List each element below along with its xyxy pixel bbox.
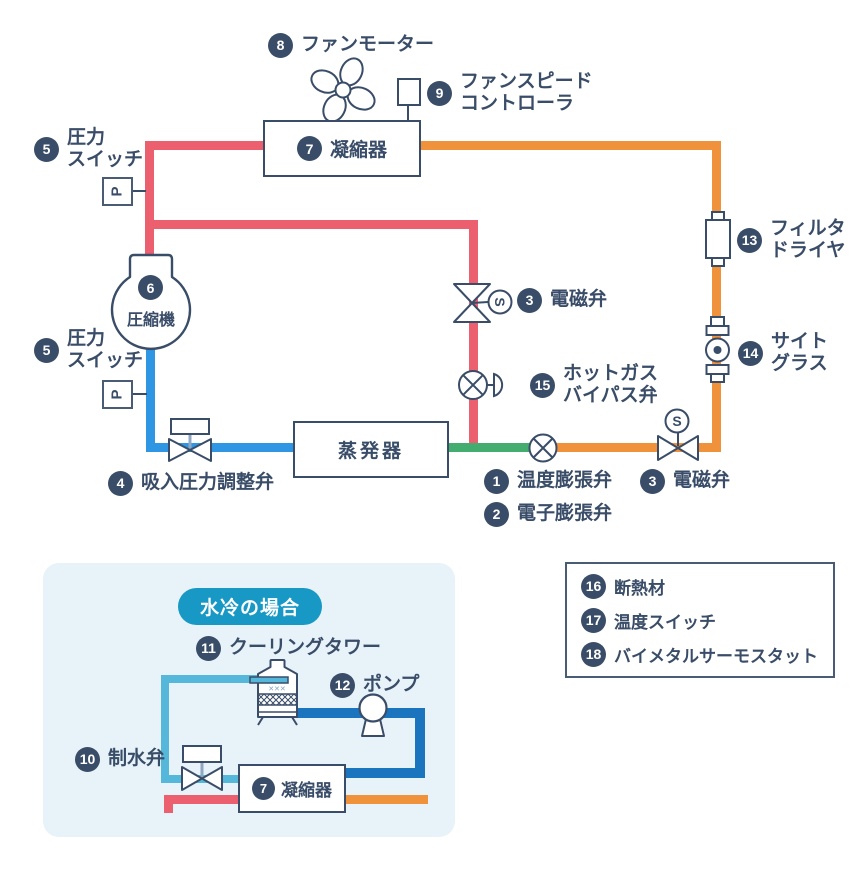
- solenoid-valve-bottom-badge: 3: [640, 469, 665, 494]
- cooling-tower-label: 11 クーリングタワー: [196, 636, 381, 661]
- solenoid-valve-bottom-symbol: S: [672, 413, 681, 429]
- expansion-valve-icon: [528, 433, 558, 463]
- condenser-label: 凝縮器: [329, 140, 387, 161]
- solenoid-valve-bottom-label: 3 電磁弁: [640, 469, 730, 494]
- legend-badge-16: 16: [581, 573, 606, 599]
- suction-pressure-valve-badge: 4: [108, 471, 133, 496]
- compressor-badge: 6: [138, 275, 163, 300]
- pump-icon: [358, 693, 388, 737]
- sight-glass-badge: 14: [738, 340, 763, 366]
- tower-spray-marks: ✕✕✕: [268, 686, 286, 693]
- sight-glass-label: 14 サイト グラス: [738, 331, 828, 376]
- condenser-badge: 7: [296, 136, 322, 161]
- solenoid-valve-bottom-icon: S: [657, 408, 699, 461]
- water-valve-badge: 10: [75, 747, 100, 772]
- pump-label: 12 ポンプ: [330, 673, 419, 698]
- hot-gas-bypass-valve-icon: [458, 370, 504, 400]
- pressure-switch-high-symbol-box: P: [102, 177, 133, 206]
- pipe-water-supply-right: [415, 708, 425, 778]
- solenoid-valve-top-symbol: S: [492, 297, 508, 306]
- legend-item-bimetal-thermostat: 18 バイメタルサーモスタット: [581, 641, 819, 667]
- compressor-icon: [110, 253, 192, 350]
- water-cooled-title-pill: 水冷の場合: [178, 588, 322, 625]
- pump-badge: 12: [330, 673, 355, 698]
- pipe-liquid-bottom: [545, 443, 721, 452]
- mini-condenser-box: 7 凝縮器: [238, 764, 346, 813]
- pipe-mini-hot-inlet-h: [164, 795, 241, 804]
- fan-speed-controller-label: 9 ファンスピード コントローラ: [427, 71, 593, 116]
- suction-pressure-valve-icon: [168, 418, 212, 462]
- sight-glass-icon: [705, 316, 730, 383]
- fan-speed-controller-badge: 9: [427, 80, 452, 106]
- electronic-expansion-valve-label: 2 電子膨張弁: [484, 502, 612, 527]
- pipe-hotgas-branch-v: [469, 220, 478, 452]
- fan-motor-badge: 8: [268, 33, 293, 58]
- legend-box: 16 断熱材 17 温度スイッチ 18 バイメタルサーモスタット: [565, 562, 835, 678]
- pressure-switch-high-symbol: P: [108, 186, 126, 197]
- legend-item-temperature-switch: 17 温度スイッチ: [581, 607, 819, 633]
- pipe-liquid-top: [418, 141, 721, 150]
- filter-dryer-label: 13 フィルタ ドライヤ: [737, 218, 846, 263]
- water-valve-icon: [181, 745, 223, 791]
- pressure-switch-low-badge: 5: [34, 337, 59, 363]
- pressure-switch-low-symbol: P: [108, 389, 126, 400]
- mini-condenser-label: 凝縮器: [281, 781, 332, 800]
- pressure-switch-low-label: 5 圧力 スイッチ: [34, 328, 143, 373]
- legend-badge-17: 17: [581, 607, 606, 633]
- pipe-water-supply-bottom: [344, 768, 425, 778]
- pipe-suction-horizontal: [146, 443, 296, 452]
- electronic-expansion-valve-badge: 2: [484, 502, 509, 527]
- evaporator-box: 蒸発器: [293, 421, 449, 478]
- pipe-discharge-top: [145, 141, 265, 150]
- pipe-liquid-green: [446, 443, 545, 452]
- pipe-water-return-top: [161, 675, 262, 683]
- solenoid-valve-top-label: 3 電磁弁: [517, 288, 607, 313]
- solenoid-valve-top-icon: S: [453, 283, 513, 323]
- legend-badge-18: 18: [581, 641, 606, 667]
- hot-gas-bypass-badge: 15: [530, 372, 555, 398]
- compressor-label: 圧縮機: [126, 312, 175, 329]
- legend-item-insulation: 16 断熱材: [581, 573, 819, 599]
- filter-dryer-badge: 13: [737, 227, 762, 253]
- pressure-switch-high-lead: [131, 190, 146, 192]
- mini-condenser-badge: 7: [252, 777, 275, 800]
- pressure-switch-low-symbol-box: P: [102, 380, 133, 409]
- pipe-water-return-left: [161, 675, 169, 783]
- cooling-tower-icon: ✕✕✕: [249, 659, 298, 726]
- pipe-mini-liquid-outlet: [344, 795, 428, 804]
- pressure-switch-high-label: 5 圧力 スイッチ: [34, 127, 143, 172]
- condenser-box: 7 凝縮器: [263, 120, 421, 177]
- pipe-hotgas-branch-h: [145, 220, 478, 229]
- pipe-liquid-right-vertical: [712, 141, 721, 452]
- pressure-switch-high-badge: 5: [34, 136, 59, 162]
- fan-motor-icon: [310, 57, 376, 123]
- water-valve-label: 10 制水弁: [75, 747, 165, 772]
- fan-motor-label: 8 ファンモーター: [268, 33, 434, 58]
- evaporator-label: 蒸発器: [337, 441, 404, 462]
- cooling-tower-badge: 11: [196, 636, 221, 661]
- pipe-discharge-vertical: [145, 141, 154, 257]
- hot-gas-bypass-label: 15 ホットガス バイパス弁: [530, 363, 658, 408]
- thermal-expansion-valve-badge: 1: [484, 469, 509, 494]
- filter-dryer-icon: [705, 211, 731, 267]
- pipe-mini-hot-inlet-v: [164, 795, 173, 813]
- thermal-expansion-valve-label: 1 温度膨張弁: [484, 469, 612, 494]
- solenoid-valve-top-badge: 3: [517, 288, 542, 313]
- pressure-switch-low-lead: [131, 393, 147, 395]
- pipe-suction-vertical: [146, 340, 155, 452]
- controller-connector-line: [407, 106, 409, 121]
- suction-pressure-valve-label: 4 吸入圧力調整弁: [108, 471, 274, 496]
- fan-speed-controller-box: [397, 78, 421, 106]
